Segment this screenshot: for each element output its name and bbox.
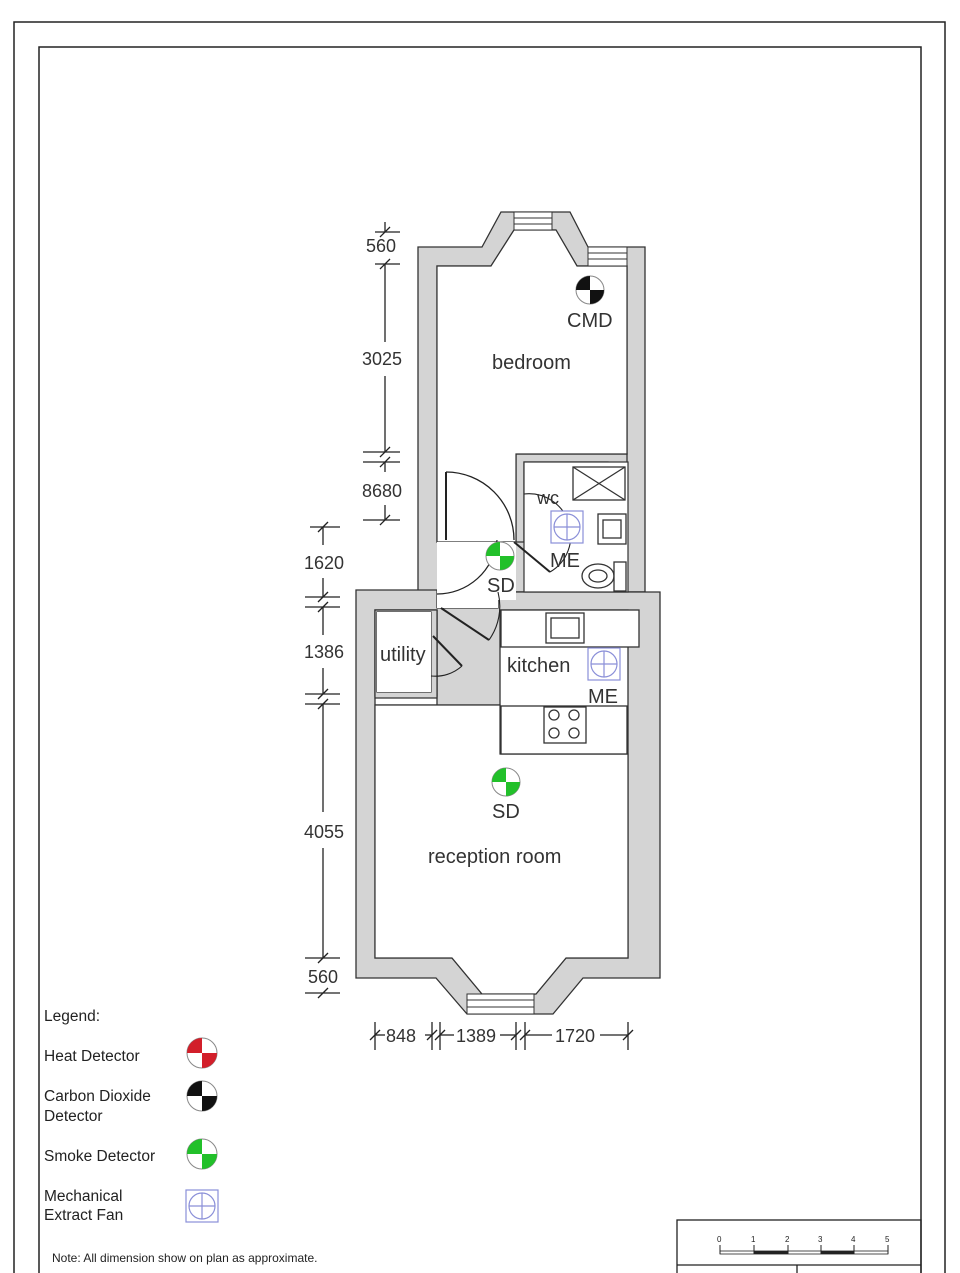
carbon-dioxide-detector-icon [186, 1080, 218, 1112]
windows [466, 211, 628, 1015]
smoke-detector-reception-icon [491, 767, 521, 797]
scale-tick-1: 1 [751, 1235, 756, 1244]
device-label-me-wc: ME [550, 550, 580, 572]
dim-reception-depth: 4055 [304, 822, 344, 842]
device-label-cmd: CMD [567, 310, 613, 332]
extract-fan-kitchen-icon [587, 647, 621, 681]
heat-detector-icon [186, 1037, 218, 1069]
device-label-sd-hall: SD [487, 575, 515, 597]
room-label-utility: utility [380, 644, 426, 666]
device-label-sd-reception: SD [492, 801, 520, 823]
dim-reception-bay: 560 [308, 967, 338, 987]
room-label-reception: reception room [428, 846, 561, 868]
smoke-detector-hall-icon [485, 541, 515, 571]
room-label-bedroom: bedroom [492, 352, 571, 374]
extract-fan-wc-icon [550, 510, 584, 544]
dim-width-left: 848 [386, 1026, 416, 1046]
mechanical-extract-fan-icon [185, 1189, 219, 1223]
plan-note: Note: All dimension show on plan as appr… [52, 1251, 317, 1265]
device-label-me-kitchen: ME [588, 686, 618, 708]
dim-bedroom-depth: 3025 [362, 349, 402, 369]
room-label-kitchen: kitchen [507, 655, 570, 677]
scale-tick-4: 4 [851, 1235, 856, 1244]
smoke-detector-icon [186, 1138, 218, 1170]
title-block [676, 1219, 922, 1273]
outer-frame [13, 21, 946, 1273]
room-label-wc: wc [536, 488, 559, 508]
scale-tick-0: 0 [717, 1235, 722, 1244]
utility-interior [377, 612, 431, 692]
legend: Legend: Heat Detector Carbon Dioxide Det… [44, 1008, 219, 1224]
wc-fixtures [572, 466, 627, 592]
scale-tick-3: 3 [818, 1235, 823, 1244]
legend-title: Legend: [44, 1008, 100, 1025]
dim-hall: 1620 [304, 553, 344, 573]
legend-label-smoke-detector: Smoke Detector [44, 1148, 155, 1165]
dim-bedroom-bay: 560 [366, 236, 396, 256]
scale-tick-2: 2 [785, 1235, 790, 1244]
dim-width-mid: 1389 [456, 1026, 496, 1046]
doors [430, 471, 572, 677]
legend-label-extract-fan-line2: Extract Fan [44, 1207, 123, 1224]
legend-label-carbon-dioxide-line1: Carbon Dioxide [44, 1088, 151, 1105]
scale-bar: 0 1 2 3 4 5 [717, 1235, 890, 1255]
legend-label-extract-fan-line1: Mechanical [44, 1188, 122, 1205]
dim-width-right: 1720 [555, 1026, 595, 1046]
drawing-border [38, 46, 922, 1273]
vertical-dimension-lines [305, 222, 400, 999]
cmd-detector-icon [575, 275, 605, 305]
kitchen-units [500, 609, 640, 755]
dim-overall: 8680 [362, 481, 402, 501]
legend-label-carbon-dioxide-line2: Detector [44, 1108, 103, 1125]
dimension-values: 560 3025 8680 1620 1386 4055 560 848 138… [304, 236, 595, 1046]
scale-tick-5: 5 [885, 1235, 890, 1244]
horizontal-dimension-lines [369, 1022, 634, 1050]
dim-utility: 1386 [304, 642, 344, 662]
legend-label-heat-detector: Heat Detector [44, 1048, 140, 1065]
